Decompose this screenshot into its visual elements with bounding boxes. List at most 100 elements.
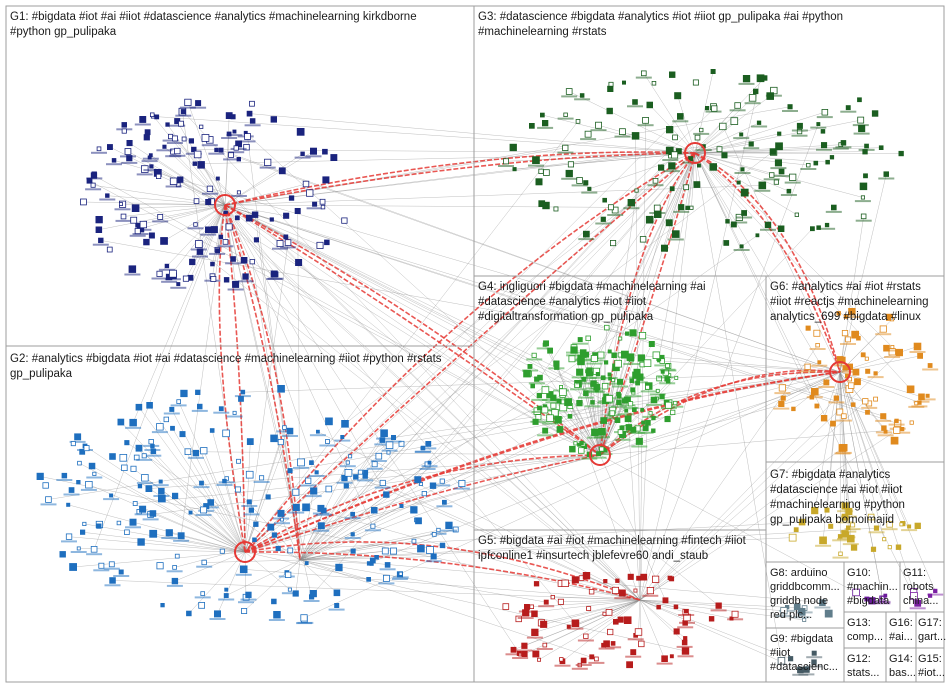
node-label-mark [453, 487, 470, 490]
network-node [532, 650, 540, 658]
network-node [236, 190, 241, 195]
node-label-mark [185, 152, 202, 155]
node-label-mark [201, 144, 218, 147]
network-node [605, 395, 613, 403]
network-node [616, 399, 622, 406]
highlight-edge [244, 551, 641, 601]
network-node [139, 116, 147, 123]
network-node [171, 135, 178, 142]
network-node [366, 577, 372, 582]
group-label-g5: G5: #bigdata #ai #iot #machinelearning #… [478, 535, 749, 562]
network-node [135, 444, 143, 452]
network-node [895, 348, 903, 357]
network-node [210, 226, 218, 234]
network-node [527, 363, 533, 369]
network-node [820, 129, 826, 134]
network-node [673, 604, 679, 610]
network-edge [187, 451, 601, 456]
network-node [665, 363, 670, 369]
node-label-mark [603, 417, 620, 420]
network-edge [224, 204, 643, 411]
network-node [838, 356, 846, 364]
network-node [287, 587, 292, 592]
network-edge [93, 204, 226, 550]
network-node [669, 71, 676, 78]
network-node [385, 441, 394, 449]
network-node [369, 561, 374, 566]
network-node [895, 544, 902, 550]
network-edge [40, 476, 641, 601]
network-node [618, 589, 626, 597]
network-node [232, 410, 237, 415]
network-edge [781, 371, 841, 405]
network-node [537, 405, 542, 411]
network-node [830, 420, 836, 427]
network-edge [639, 599, 685, 643]
network-node [656, 604, 661, 610]
node-label-mark [642, 594, 659, 597]
network-edge [599, 158, 691, 456]
hub-node [214, 194, 236, 216]
network-node [427, 460, 432, 465]
network-edge [244, 521, 803, 553]
node-label-mark [538, 605, 555, 608]
node-label-mark [505, 653, 522, 656]
network-node [848, 382, 855, 389]
network-node [390, 434, 396, 440]
network-node [603, 640, 610, 647]
network-node [579, 93, 585, 98]
network-edge [593, 152, 696, 384]
network-node [188, 510, 193, 515]
network-node [294, 207, 301, 214]
network-node [914, 599, 922, 607]
network-node [605, 609, 613, 616]
network-edge [694, 152, 809, 166]
network-node [188, 138, 194, 144]
network-node [240, 256, 248, 264]
network-node [176, 399, 182, 404]
network-node [74, 433, 82, 441]
network-node [561, 579, 569, 587]
network-node [669, 654, 674, 659]
network-edge [639, 124, 819, 601]
network-node [557, 598, 564, 605]
network-node [120, 213, 127, 220]
network-edge [662, 360, 841, 373]
network-node [817, 360, 822, 365]
network-edge [823, 371, 841, 419]
highlight-edge [224, 204, 301, 561]
network-node [272, 271, 279, 278]
network-node [821, 142, 828, 149]
node-label-mark [731, 221, 748, 224]
network-node [207, 499, 215, 506]
node-label-mark [734, 172, 751, 174]
network-node [595, 121, 602, 129]
network-edge [639, 599, 665, 659]
network-node [626, 661, 633, 669]
node-label-mark [336, 481, 353, 484]
group-label-g2: G2: #analytics #bigdata #iot #ai #datasc… [10, 353, 445, 380]
network-node [906, 385, 915, 394]
network-node [199, 480, 204, 486]
network-edge [159, 204, 226, 275]
network-node [239, 565, 248, 574]
network-node [205, 198, 212, 205]
node-label-mark [637, 124, 654, 127]
network-node [819, 599, 826, 606]
network-node [673, 400, 678, 406]
network-node [458, 479, 466, 487]
node-label-mark [235, 573, 252, 576]
node-label-mark [296, 622, 312, 625]
network-edge [694, 152, 782, 661]
network-node [670, 409, 676, 416]
network-node [565, 169, 573, 178]
highlight-edge [224, 204, 301, 561]
network-node [914, 522, 921, 529]
network-node [315, 429, 320, 434]
node-label-mark [572, 342, 589, 345]
node-label-mark [610, 397, 627, 400]
node-label-mark [894, 431, 911, 434]
network-edge [627, 418, 641, 601]
node-label-mark [805, 665, 822, 668]
network-node [106, 246, 113, 253]
